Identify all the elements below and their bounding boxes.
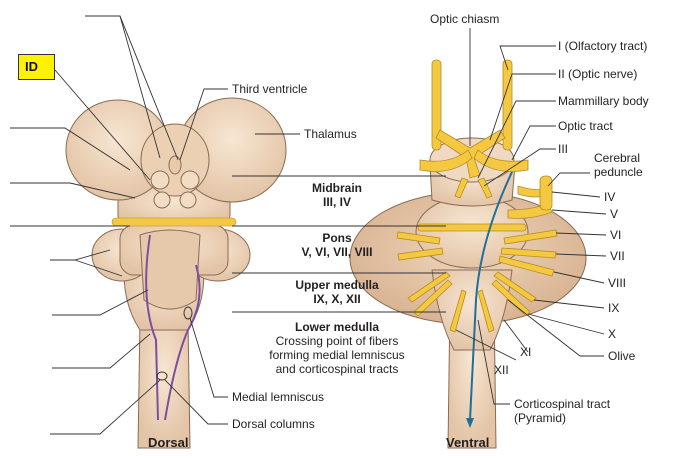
level-midbrain-nuclei: III, IV — [322, 195, 351, 209]
label-cn-iii: III — [558, 142, 569, 156]
ventral-cranial-nerves — [396, 59, 558, 333]
level-pons: Pons V, VI, VII, VIII — [262, 231, 412, 259]
level-lower-medulla-title: Lower medulla — [294, 320, 380, 334]
level-upper-medulla-title: Upper medulla — [295, 278, 379, 292]
label-corticospinal-tract-1: Corticospinal tract — [514, 397, 611, 411]
level-upper-medulla-nuclei: IX, X, XII — [313, 292, 361, 306]
label-cn-xii: XII — [494, 363, 509, 377]
level-midbrain: Midbrain III, IV — [262, 181, 412, 209]
level-lower-medulla-line2: forming medial lemniscus — [269, 348, 405, 362]
leader-lines — [10, 15, 607, 435]
label-cerebral-peduncle-2: peduncle — [594, 165, 643, 179]
corticospinal-arrowhead — [466, 418, 474, 428]
label-olfactory-tract: I (Olfactory tract) — [558, 39, 648, 53]
label-cn-vi: VI — [610, 228, 622, 242]
label-olive: Olive — [608, 349, 636, 363]
level-lower-medulla-line1: Crossing point of fibers — [275, 334, 399, 348]
dorsal-nerve-bands — [111, 217, 237, 227]
level-lower-medulla: Lower medulla Crossing point of fibers f… — [240, 320, 434, 376]
label-cn-vii: VII — [610, 249, 625, 263]
label-optic-chiasm: Optic chiasm — [430, 12, 500, 26]
level-midbrain-title: Midbrain — [312, 181, 362, 195]
label-third-ventricle: Third ventricle — [232, 82, 308, 96]
label-ventral-view: Ventral — [446, 435, 490, 450]
label-mammillary-body: Mammillary body — [558, 94, 649, 108]
label-cn-viii: VIII — [608, 276, 627, 290]
label-cn-xi: XI — [520, 345, 532, 359]
label-cerebral-peduncle-1: Cerebral — [594, 151, 641, 165]
label-thalamus: Thalamus — [304, 127, 357, 141]
label-medial-lemniscus: Medial lemniscus — [232, 390, 325, 404]
level-upper-medulla: Upper medulla IX, X, XII — [262, 278, 412, 306]
dorsal-tracts — [145, 234, 201, 421]
label-dorsal-columns: Dorsal columns — [232, 417, 315, 431]
corticospinal-tract-line — [469, 171, 513, 421]
label-cn-iv: IV — [604, 190, 616, 204]
label-dorsal-view: Dorsal — [148, 435, 189, 450]
label-optic-nerve: II (Optic nerve) — [558, 67, 638, 81]
label-optic-tract: Optic tract — [558, 119, 613, 133]
label-cn-ix: IX — [608, 301, 620, 315]
label-corticospinal-tract-2: (Pyramid) — [514, 411, 567, 425]
label-cn-v: V — [610, 207, 619, 221]
id-badge: ID — [18, 54, 55, 80]
level-lower-medulla-line3: and corticospinal tracts — [275, 362, 399, 376]
level-pons-nuclei: V, VI, VII, VIII — [301, 245, 373, 259]
label-cn-x: X — [608, 327, 617, 341]
ventral-brainstem — [349, 137, 587, 449]
level-pons-title: Pons — [322, 231, 352, 245]
